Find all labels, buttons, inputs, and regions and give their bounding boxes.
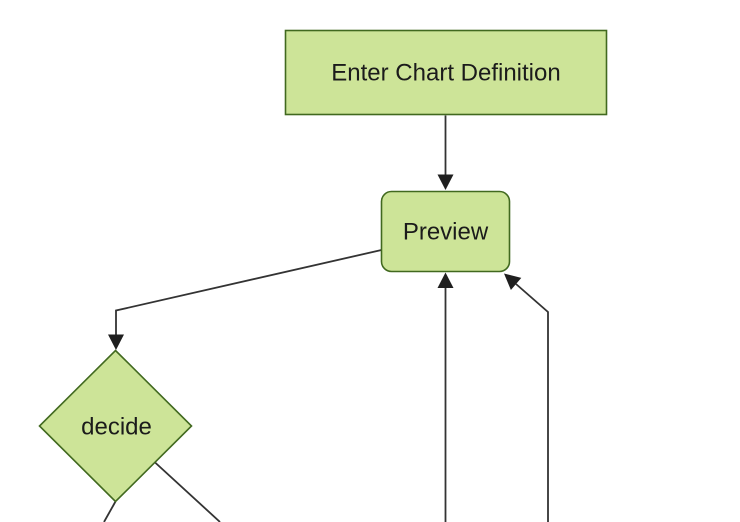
edge-bottom-to-preview-right xyxy=(504,273,549,522)
arrowhead-preview-to-decide xyxy=(108,334,124,350)
arrowhead-enter-to-preview xyxy=(437,174,454,190)
arrowhead-bottom-to-preview-right xyxy=(504,273,522,290)
node-decide-shape xyxy=(38,349,193,503)
node-enter-chart-definition: Enter Chart Definition xyxy=(284,29,608,116)
node-preview-shape xyxy=(380,190,511,273)
node-enter-chart-definition-label: Enter Chart Definition xyxy=(331,60,560,87)
node-preview: Preview xyxy=(380,190,511,273)
node-decide: decide xyxy=(38,349,193,503)
node-enter-chart-definition-shape xyxy=(284,29,608,116)
node-preview-label: Preview xyxy=(403,219,489,246)
edge-decide-out-right xyxy=(153,460,221,522)
edge-bottom-to-preview-right-line xyxy=(515,283,549,522)
edge-bottom-to-preview-center xyxy=(437,272,454,522)
edge-preview-to-decide-line xyxy=(115,249,382,336)
arrowhead-bottom-to-preview-center xyxy=(437,272,454,288)
node-decide-label: decide xyxy=(81,414,152,441)
edge-decide-out-left xyxy=(103,501,117,522)
edge-preview-to-decide xyxy=(108,249,382,350)
edge-enter-to-preview xyxy=(437,115,454,190)
